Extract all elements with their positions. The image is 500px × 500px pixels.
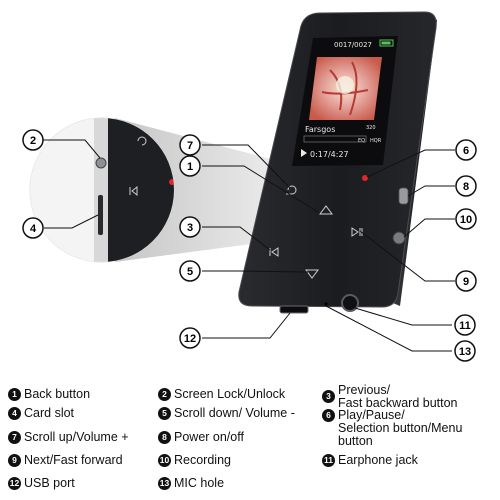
legend-item-2: 2 Screen Lock/Unlock bbox=[158, 388, 285, 401]
legend-item-5: 5 Scroll down/ Volume - bbox=[158, 407, 295, 420]
usb-port bbox=[279, 305, 309, 314]
card-slot-icon bbox=[98, 195, 103, 235]
eq-label: EQ bbox=[358, 138, 365, 144]
legend-item-11: 11 Earphone jack bbox=[322, 454, 418, 467]
device-diagram: 0017/0027 Farsgos 320 EQ HQR 0:17/4:27 bbox=[22, 11, 477, 362]
legend-label: Back button bbox=[24, 387, 91, 401]
legend-label: Card slot bbox=[24, 406, 75, 420]
legend-item-3: 3 Previous/ Fast backward button bbox=[322, 384, 458, 410]
callout-number: 2 bbox=[30, 135, 36, 147]
callout-8: 8 bbox=[455, 175, 477, 197]
song-title: Farsgos bbox=[305, 125, 335, 134]
track-counter: 0017/0027 bbox=[334, 41, 372, 49]
mode-label: HQR bbox=[370, 138, 382, 144]
legend-badge: 11 bbox=[322, 454, 335, 467]
callout-number: 5 bbox=[187, 266, 193, 278]
legend-badge: 5 bbox=[158, 407, 171, 420]
callout-number: 12 bbox=[184, 333, 196, 345]
legend-item-9: 9 Next/Fast forward bbox=[8, 454, 123, 467]
legend: 1 Back button 2 Screen Lock/Unlock 3 Pre… bbox=[0, 382, 500, 500]
legend-label: Screen Lock/Unlock bbox=[174, 387, 286, 401]
legend-label: USB port bbox=[24, 476, 75, 490]
callout-7: 7 bbox=[179, 134, 201, 156]
legend-badge: 13 bbox=[158, 477, 171, 490]
battery-icon bbox=[379, 39, 394, 47]
legend-item-1: 1 Back button bbox=[8, 388, 90, 401]
callout-3: 3 bbox=[179, 216, 201, 238]
callout-number: 6 bbox=[463, 145, 469, 157]
zoom-detail bbox=[29, 117, 175, 263]
callout-11: 11 bbox=[454, 314, 476, 336]
callout-number: 8 bbox=[463, 181, 469, 193]
legend-badge: 8 bbox=[158, 431, 171, 444]
power-button[interactable] bbox=[398, 187, 409, 205]
callout-number: 3 bbox=[187, 222, 193, 234]
screen: 0017/0027 Farsgos 320 EQ HQR 0:17/4:27 bbox=[292, 36, 398, 166]
legend-item-10: 10 Recording bbox=[158, 454, 231, 467]
legend-label: Power on/off bbox=[174, 430, 244, 444]
callout-13: 13 bbox=[454, 340, 476, 362]
play-state-icon bbox=[301, 149, 307, 157]
touch-buttons bbox=[269, 185, 363, 279]
callout-number: 11 bbox=[459, 320, 471, 332]
callout-6: 6 bbox=[455, 139, 477, 161]
record-button[interactable] bbox=[392, 231, 406, 245]
elapsed-time: 0:17/4:27 bbox=[310, 150, 349, 159]
callout-number: 7 bbox=[187, 140, 193, 152]
legend-label: Play/Pause/ Selection button/Menu button bbox=[338, 408, 463, 448]
legend-label: Previous/ Fast backward button bbox=[338, 383, 458, 410]
legend-badge: 7 bbox=[8, 431, 21, 444]
callout-number: 10 bbox=[460, 214, 472, 226]
legend-item-8: 8 Power on/off bbox=[158, 431, 244, 444]
callout-1: 1 bbox=[179, 155, 201, 177]
previous-icon[interactable] bbox=[269, 247, 279, 257]
legend-label: MIC hole bbox=[174, 476, 225, 490]
callout-number: 1 bbox=[187, 161, 193, 173]
legend-label: Next/Fast forward bbox=[24, 453, 123, 467]
scroll-up-icon[interactable] bbox=[319, 205, 333, 215]
legend-item-7: 7 Scroll up/Volume + bbox=[8, 431, 129, 444]
legend-label: Scroll down/ Volume - bbox=[174, 406, 295, 420]
callout-5: 5 bbox=[179, 260, 201, 282]
lock-button-icon[interactable] bbox=[95, 157, 107, 169]
scroll-down-icon[interactable] bbox=[305, 269, 319, 279]
callout-number: 9 bbox=[463, 276, 469, 288]
back-button-icon[interactable] bbox=[286, 185, 297, 195]
legend-badge: 2 bbox=[158, 388, 171, 401]
legend-label: Recording bbox=[174, 453, 231, 467]
legend-item-12: 12 USB port bbox=[8, 477, 75, 490]
earphone-jack bbox=[341, 294, 359, 312]
legend-label: Earphone jack bbox=[338, 453, 418, 467]
callout-4: 4 bbox=[22, 217, 44, 239]
legend-label: Scroll up/Volume + bbox=[24, 430, 129, 444]
leader-lines bbox=[43, 139, 455, 352]
legend-badge: 4 bbox=[8, 407, 21, 420]
callout-9: 9 bbox=[455, 270, 477, 292]
legend-badge: 6 bbox=[322, 409, 335, 422]
legend-badge: 10 bbox=[158, 454, 171, 467]
legend-item-4: 4 Card slot bbox=[8, 407, 74, 420]
callout-number: 4 bbox=[30, 223, 37, 235]
legend-badge: 12 bbox=[8, 477, 21, 490]
bitrate-label: 320 bbox=[366, 125, 376, 131]
callout-number: 13 bbox=[459, 346, 471, 358]
callout-2: 2 bbox=[22, 129, 44, 151]
callout-12: 12 bbox=[179, 327, 201, 349]
callout-10: 10 bbox=[455, 208, 477, 230]
play-led-icon[interactable] bbox=[362, 175, 368, 181]
legend-item-6: 6 Play/Pause/ Selection button/Menu butt… bbox=[322, 409, 500, 448]
legend-badge: 3 bbox=[322, 390, 335, 403]
mic-hole bbox=[324, 302, 328, 306]
legend-badge: 9 bbox=[8, 454, 21, 467]
legend-item-13: 13 MIC hole bbox=[158, 477, 224, 490]
legend-badge: 1 bbox=[8, 388, 21, 401]
